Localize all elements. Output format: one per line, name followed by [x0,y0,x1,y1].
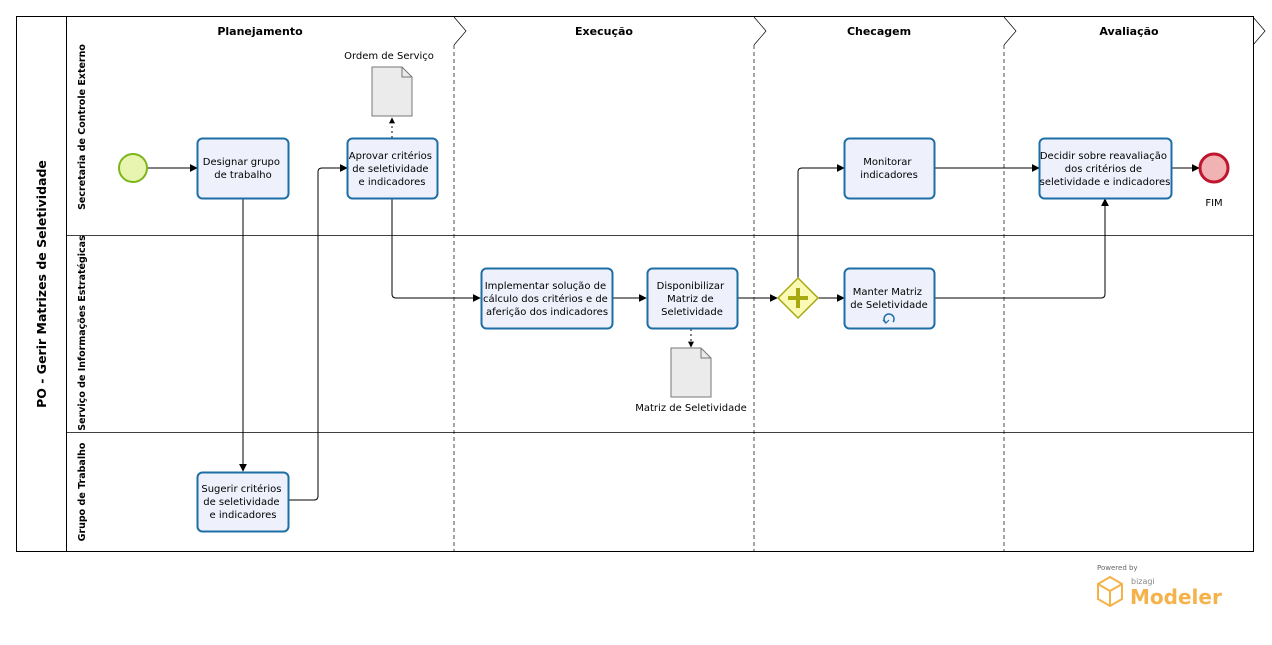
svg-text:Manter Matriz de Seletiv: Manter Matriz de Seletividade [850,287,927,311]
task-designar-line1: Designar grupo [203,157,280,168]
product-label: Modeler [1130,585,1222,609]
end-event[interactable]: FIM [1198,152,1230,209]
phase-planejamento: Planejamento [217,25,303,38]
lane-secex: Secretaria de Controle Externo [77,44,88,210]
sequence-flows [148,164,1200,501]
svg-text:Disponibilizar Matriz de: Disponibilizar Matriz de Seletividade [657,281,728,318]
pool: PO - Gerir Matrizes de Seletividade [16,16,1254,552]
task-designar-line2: de trabalho [214,170,272,181]
svg-text:Decidir sobre reavaliação: Decidir sobre reavaliação dos critérios … [1040,151,1171,188]
powered-by-label: Powered by [1097,564,1138,572]
flow-manter-decidir [935,198,1109,299]
task-manter-line2: de Seletividade [850,300,927,311]
task-designar[interactable]: Designar grupo de trabalho [196,137,290,200]
task-sugerir-line3: e indicadores [210,510,277,521]
data-object-ordem[interactable]: Ordem de Serviço [344,51,434,117]
flow-gateway-monitorar [797,164,845,278]
bizagi-branding: Powered by bizagi Modeler [1097,564,1222,609]
end-event-label: FIM [1205,198,1222,209]
task-implementar[interactable]: Implementar solução de cálculo dos crité… [480,267,614,330]
task-disponibilizar[interactable]: Disponibilizar Matriz de Seletividade [646,267,739,330]
flow-sugerir-aprovar [289,164,348,501]
data-associations [389,117,694,348]
svg-text:Implementar solução de c: Implementar solução de cálculo dos crité… [483,281,611,318]
task-aprovar-line3: e indicadores [359,177,426,188]
task-monitorar-line2: indicadores [860,170,918,181]
task-implementar-line2: cálculo dos critérios e de [483,293,608,305]
task-disponibilizar-line1: Disponibilizar [657,281,725,292]
task-monitorar[interactable]: Monitorar indicadores [843,137,936,200]
task-sugerir-line1: Sugerir critérios [201,483,281,495]
task-decidir[interactable]: Decidir sobre reavaliação dos critérios … [1038,137,1173,200]
phase-checagem: Checagem [847,25,911,38]
task-aprovar-line2: de seletividade [352,164,428,175]
bizagi-logo-icon [1097,575,1123,608]
data-object-matriz-label: Matriz de Seletividade [635,403,746,414]
task-implementar-line3: aferição dos indicadores [486,307,608,318]
svg-text:Designar grupo de trabal: Designar grupo de trabalho [203,157,283,181]
svg-text:Sugerir critérios de sel: Sugerir critérios de seletividade e indi… [201,483,284,521]
start-event[interactable] [118,153,148,183]
lane-sie: Serviço de Informações Estratégicas [77,235,88,431]
task-aprovar[interactable]: Aprovar critérios de seletividade e indi… [346,137,439,200]
task-manter-line1: Manter Matriz [853,287,922,298]
task-aprovar-line1: Aprovar critérios [349,150,432,162]
task-sugerir-line2: de seletividade [203,497,279,508]
data-object-matriz[interactable]: Matriz de Seletividade [635,347,747,414]
task-sugerir[interactable]: Sugerir critérios de seletividade e indi… [196,471,290,533]
task-monitorar-line1: Monitorar [863,157,912,168]
loop-icon [882,313,895,324]
phase-header: Planejamento Execução Checagem Avaliação [67,16,1266,46]
task-decidir-line1: Decidir sobre reavaliação [1040,151,1167,162]
data-object-ordem-label: Ordem de Serviço [344,51,434,62]
svg-text:Aprovar critérios de sel: Aprovar critérios de seletividade e indi… [349,150,435,188]
task-manter[interactable]: Manter Matriz de Seletividade [843,267,936,330]
svg-text:Monitorar indicadores: Monitorar indicadores [860,157,918,181]
pool-title: PO - Gerir Matrizes de Seletividade [34,160,49,408]
lane-gt: Grupo de Trabalho [77,442,88,541]
task-implementar-line1: Implementar solução de [485,281,606,292]
flow-aprovar-implementar [391,199,481,302]
task-disponibilizar-line3: Seletividade [661,307,723,318]
vendor-label: bizagi [1131,577,1155,586]
task-decidir-line2: dos critérios de [1065,163,1142,175]
parallel-gateway[interactable] [776,276,820,320]
task-decidir-line3: seletividade e indicadores [1040,177,1171,188]
task-disponibilizar-line2: Matriz de [667,294,714,305]
lanes: Secretaria de Controle Externo Serviço d… [66,44,1254,541]
plus-icon [788,288,808,308]
phase-execucao: Execução [575,25,633,38]
phase-avaliacao: Avaliação [1099,25,1159,38]
